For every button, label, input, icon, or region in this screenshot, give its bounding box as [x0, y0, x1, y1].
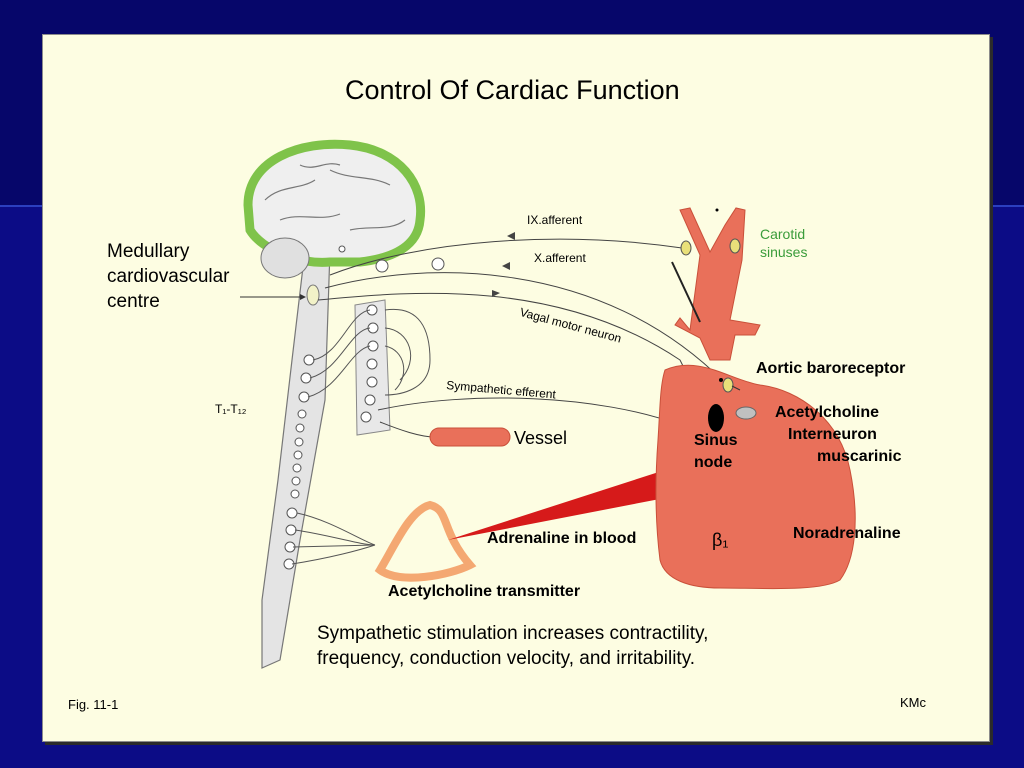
- label-acetylcholine-transmitter: Acetylcholine transmitter: [388, 583, 581, 600]
- interneuron-marker: [735, 406, 757, 420]
- brain-folds: [264, 163, 406, 231]
- author-label: KMc: [900, 695, 926, 710]
- sinus-node-marker: [708, 404, 724, 432]
- label-vessel: Vessel: [514, 428, 568, 448]
- label-muscarinic: muscarinic: [817, 448, 902, 465]
- carotid-sinus-left: [680, 240, 692, 256]
- label-carotid-line2: sinuses: [760, 244, 808, 260]
- vagal-fibre: [317, 292, 711, 421]
- label-medullary-line3: centre: [107, 291, 160, 312]
- heart: [655, 364, 856, 590]
- x-afferent-fibre: [324, 272, 728, 386]
- carotid-sinus-right: [729, 238, 741, 254]
- slide-canvas: [42, 34, 990, 742]
- label-sinus-line2: node: [694, 454, 733, 471]
- caption-line1: Sympathetic stimulation increases contra…: [317, 623, 709, 644]
- vessel: [429, 427, 511, 447]
- vagal-arrow: [492, 290, 500, 297]
- label-x-afferent: X.afferent: [534, 251, 586, 265]
- caption-line2: frequency, conduction velocity, and irri…: [317, 648, 696, 669]
- label-t1-t12: T₁-T₁₂: [215, 402, 247, 416]
- slide-title: Control Of Cardiac Function: [345, 75, 680, 105]
- label-adrenaline: Adrenaline in blood: [487, 530, 637, 547]
- ix-afferent-fibre: [329, 238, 683, 276]
- label-medullary-line2: cardiovascular: [107, 266, 230, 287]
- label-noradrenaline: Noradrenaline: [793, 525, 901, 542]
- aortic-baroreceptor-marker: [722, 377, 734, 393]
- label-carotid-line1: Carotid: [760, 226, 806, 242]
- label-aortic-baroreceptor: Aortic baroreceptor: [756, 360, 906, 377]
- adrenal-gland: [374, 500, 477, 582]
- x-arrow: [502, 262, 510, 270]
- label-sinus-line1: Sinus: [694, 432, 738, 449]
- label-beta1: β₁: [712, 530, 729, 550]
- label-ix-afferent: IX.afferent: [527, 213, 583, 227]
- afferent-ganglia: [338, 245, 445, 273]
- ix-arrow: [507, 232, 515, 240]
- medullary-centre-marker: [306, 284, 320, 306]
- cerebellum: [260, 237, 310, 279]
- adrenaline-beam: [448, 470, 665, 540]
- chain-connections: [291, 308, 431, 565]
- label-interneuron: Interneuron: [788, 426, 877, 443]
- label-acetylcholine: Acetylcholine: [775, 404, 880, 421]
- label-medullary-line1: Medullary: [107, 241, 190, 262]
- aorta-carotids: [674, 207, 761, 361]
- figure-label: Fig. 11-1: [68, 697, 119, 712]
